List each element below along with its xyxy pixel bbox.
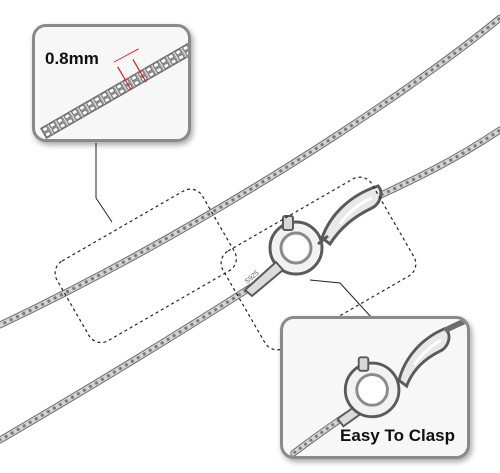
measure-mark bbox=[113, 48, 147, 90]
zoom-area-chain bbox=[54, 188, 237, 344]
spring-ring-clasp-icon: S925 bbox=[243, 215, 324, 298]
clasp-closeup bbox=[283, 319, 467, 456]
chain-closeup bbox=[36, 27, 188, 139]
chain-thickness-label: 0.8mm bbox=[45, 49, 99, 68]
leader-line-size bbox=[95, 143, 113, 223]
chain-strand-upper bbox=[0, 14, 500, 329]
leader-line-clasp bbox=[309, 279, 373, 319]
clasp-label: Easy To Clasp bbox=[340, 426, 455, 445]
jump-ring-tag-icon bbox=[317, 184, 383, 247]
clasp-callout: Easy To Clasp bbox=[280, 316, 470, 459]
chain-thickness-callout: 0.8mm bbox=[32, 24, 191, 142]
chain-strand-lower bbox=[0, 271, 274, 444]
